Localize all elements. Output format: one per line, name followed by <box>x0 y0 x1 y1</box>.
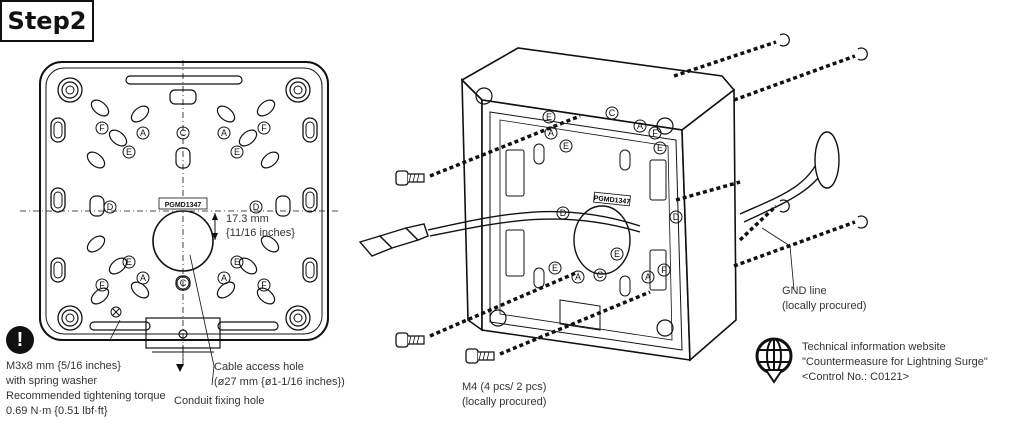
p-hole-e: E <box>552 263 558 273</box>
cable-hole-size: (ø27 mm {ø1-1/16 inches}) <box>214 376 345 388</box>
hole-label-e: E <box>234 257 240 267</box>
screw-spec-line2: with spring washer <box>6 375 98 387</box>
p-hole-a: A <box>548 128 554 138</box>
p-hole-d: D <box>560 208 567 218</box>
p-hole-e: E <box>546 112 552 122</box>
p-hole-a: A <box>575 272 581 282</box>
front-model-label: PGMD1347 <box>165 202 202 209</box>
screw-spec-line3: Recommended tightening torque <box>6 390 166 402</box>
gnd-line-label: GND line <box>782 285 827 297</box>
p-hole-c: C <box>597 270 604 280</box>
p-hole-e: E <box>614 249 620 259</box>
exclamation-icon: ! <box>6 326 34 354</box>
gnd-cable <box>739 131 840 291</box>
hole-label-f: F <box>261 280 267 290</box>
cable-hole-label: Cable access hole <box>214 361 304 373</box>
gnd-procurement: (locally procured) <box>782 300 867 312</box>
globe-download-icon <box>755 337 793 384</box>
svg-text:PGMD1347: PGMD1347 <box>593 195 630 206</box>
p-hole-d: D <box>673 212 680 222</box>
hole-letters: F A C A F E E D D F A C A F E E PGMD1347 <box>95 121 271 292</box>
perspective-model-label: PGMD1347 <box>593 191 631 207</box>
hole-label-f: F <box>99 280 105 290</box>
screw-spec-line1: M3x8 mm {5/16 inches} <box>6 360 121 372</box>
hole-label-a: A <box>221 273 227 283</box>
hole-label-e: E <box>126 147 132 157</box>
conduit-hole-label: Conduit fixing hole <box>174 395 265 407</box>
hole-label-d: D <box>107 202 114 212</box>
p-hole-a: A <box>637 121 643 131</box>
p-hole-f: F <box>652 128 658 138</box>
p-hole-f: F <box>661 265 667 275</box>
dimension-mm: 17.3 mm <box>226 213 269 225</box>
hole-label-f: F <box>261 123 267 133</box>
hole-label-d: D <box>253 202 260 212</box>
screw-spec-line4: 0.69 N·m {0.51 lbf·ft} <box>6 405 108 417</box>
ring-markers <box>779 33 868 229</box>
m4-screw-label: M4 (4 pcs/ 2 pcs) <box>462 381 547 393</box>
m4-procurement: (locally procured) <box>462 396 547 408</box>
hole-label-a: A <box>140 273 146 283</box>
dimension-inch: {11/16 inches} <box>226 227 295 239</box>
screw-guide-lines <box>429 40 856 356</box>
hole-label-a: A <box>221 128 227 138</box>
step-title: Step2 <box>0 0 94 42</box>
website-title: Technical information website <box>802 341 946 353</box>
p-hole-e: E <box>657 143 663 153</box>
lan-cable <box>358 210 641 257</box>
hole-label-e: E <box>234 147 240 157</box>
website-control-no: <Control No.: C0121> <box>802 371 910 383</box>
p-hole-e: E <box>563 141 569 151</box>
hole-label-c: C <box>180 128 187 138</box>
hole-label-e: E <box>126 257 132 267</box>
p-hole-c: C <box>609 108 616 118</box>
website-subject: "Countermeasure for Lightning Surge" <box>802 356 988 368</box>
hole-label-f: F <box>99 123 105 133</box>
hole-label-c: C <box>180 278 187 288</box>
p-hole-a: A <box>645 272 651 282</box>
front-view-box <box>20 60 340 386</box>
hole-label-a: A <box>140 128 146 138</box>
perspective-view-box <box>460 47 737 362</box>
